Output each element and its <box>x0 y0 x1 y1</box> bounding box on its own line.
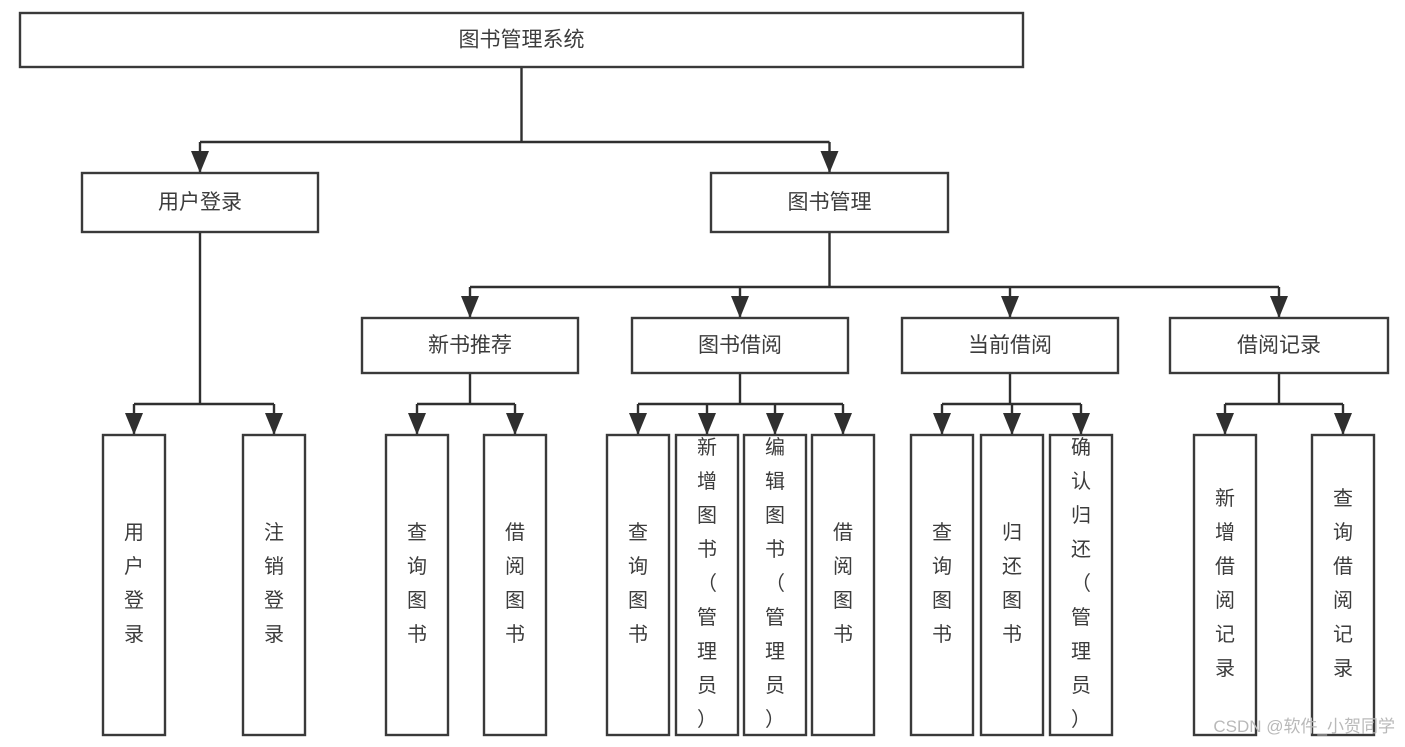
node-label-leaf-edit-book: 编辑图书（管理员） <box>765 436 785 731</box>
edge-group-current-borrow <box>933 373 1090 435</box>
edge-group-book-borrow <box>629 373 852 435</box>
node-leaf-add-borrow-record[interactable]: 新增借阅记录 <box>1192 433 1258 737</box>
node-label-leaf-add-book: 新增图书（管理员） <box>697 436 717 731</box>
arrow-head-icon <box>461 296 479 318</box>
node-current-borrow[interactable]: 当前借阅 <box>900 316 1120 375</box>
node-label-borrow-record: 借阅记录 <box>1237 334 1321 357</box>
edge-group-borrow-record <box>1216 373 1352 435</box>
edge-group-user-login <box>125 232 283 435</box>
arrow-head-icon <box>408 413 426 435</box>
node-box-root[interactable] <box>18 11 1025 69</box>
arrow-head-icon <box>933 413 951 435</box>
node-label-leaf-return-book: 归还图书 <box>1002 521 1022 646</box>
node-box-book-borrow[interactable] <box>630 316 850 375</box>
node-book-manage[interactable]: 图书管理 <box>709 171 950 234</box>
node-box-leaf-edit-book[interactable] <box>742 433 808 737</box>
csdn-watermark: CSDN @软件_小贺同学 <box>1213 717 1395 736</box>
node-leaf-add-book[interactable]: 新增图书（管理员） <box>674 433 740 737</box>
node-label-new-book-recommend: 新书推荐 <box>428 334 512 357</box>
arrow-head-icon <box>1003 413 1021 435</box>
arrow-head-icon <box>125 413 143 435</box>
node-leaf-user-login[interactable]: 用户登录 <box>101 433 167 737</box>
node-leaf-confirm-return[interactable]: 确认归还（管理员） <box>1048 433 1114 737</box>
node-label-user-login: 用户登录 <box>158 191 242 214</box>
node-label-leaf-logout-login: 注销登录 <box>264 521 284 646</box>
node-box-leaf-borrow-book-1[interactable] <box>482 433 548 737</box>
node-box-leaf-query-borrow-record[interactable] <box>1310 433 1376 737</box>
node-root[interactable]: 图书管理系统 <box>18 11 1025 69</box>
node-box-book-manage[interactable] <box>709 171 950 234</box>
arrow-head-icon <box>766 413 784 435</box>
arrow-head-icon <box>834 413 852 435</box>
node-label-leaf-add-borrow-record: 新增借阅记录 <box>1215 487 1235 680</box>
node-leaf-query-book-1[interactable]: 查询图书 <box>384 433 450 737</box>
arrow-head-icon <box>1001 296 1019 318</box>
arrow-head-icon <box>629 413 647 435</box>
node-box-leaf-query-book-2[interactable] <box>605 433 671 737</box>
arrow-head-icon <box>731 296 749 318</box>
node-leaf-query-borrow-record[interactable]: 查询借阅记录 <box>1310 433 1376 737</box>
node-box-borrow-record[interactable] <box>1168 316 1390 375</box>
arrow-head-icon <box>1216 413 1234 435</box>
node-label-leaf-query-book-1: 查询图书 <box>407 521 427 646</box>
node-label-leaf-user-login: 用户登录 <box>124 522 144 646</box>
node-new-book-recommend[interactable]: 新书推荐 <box>360 316 580 375</box>
node-borrow-record[interactable]: 借阅记录 <box>1168 316 1390 375</box>
connector-layer <box>125 67 1352 435</box>
node-leaf-borrow-book-1[interactable]: 借阅图书 <box>482 433 548 737</box>
arrow-head-icon <box>1270 296 1288 318</box>
node-label-leaf-query-book-2: 查询图书 <box>628 521 648 646</box>
node-label-leaf-borrow-book-1: 借阅图书 <box>505 521 525 646</box>
arrow-head-icon <box>265 413 283 435</box>
node-leaf-borrow-book-2[interactable]: 借阅图书 <box>810 433 876 737</box>
node-box-leaf-return-book[interactable] <box>979 433 1045 737</box>
node-leaf-return-book[interactable]: 归还图书 <box>979 433 1045 737</box>
node-leaf-query-book-2[interactable]: 查询图书 <box>605 433 671 737</box>
node-book-borrow[interactable]: 图书借阅 <box>630 316 850 375</box>
node-label-leaf-query-book-3: 查询图书 <box>932 521 952 646</box>
arrow-head-icon <box>1072 413 1090 435</box>
arrow-head-icon <box>820 151 839 173</box>
arrow-head-icon <box>191 151 209 173</box>
node-label-current-borrow: 当前借阅 <box>968 334 1052 357</box>
node-box-leaf-add-borrow-record[interactable] <box>1192 433 1258 737</box>
node-box-leaf-confirm-return[interactable] <box>1048 433 1114 737</box>
arrow-head-icon <box>506 413 524 435</box>
node-box-user-login[interactable] <box>80 171 320 234</box>
node-label-book-borrow: 图书借阅 <box>698 334 782 357</box>
node-label-leaf-confirm-return: 确认归还（管理员） <box>1071 436 1091 731</box>
edge-group-root <box>191 67 839 173</box>
node-box-new-book-recommend[interactable] <box>360 316 580 375</box>
node-box-leaf-logout-login[interactable] <box>241 433 307 737</box>
node-label-leaf-query-borrow-record: 查询借阅记录 <box>1333 487 1353 680</box>
node-user-login[interactable]: 用户登录 <box>80 171 320 234</box>
node-box-leaf-query-book-3[interactable] <box>909 433 975 737</box>
node-leaf-query-book-3[interactable]: 查询图书 <box>909 433 975 737</box>
node-box-leaf-query-book-1[interactable] <box>384 433 450 737</box>
node-label-leaf-borrow-book-2: 借阅图书 <box>833 521 853 646</box>
node-box-current-borrow[interactable] <box>900 316 1120 375</box>
node-layer: 图书管理系统用户登录图书管理新书推荐图书借阅当前借阅借阅记录用户登录注销登录查询… <box>18 11 1390 737</box>
edge-group-book-manage <box>461 232 1288 318</box>
node-label-book-manage: 图书管理 <box>788 191 872 214</box>
node-box-leaf-borrow-book-2[interactable] <box>810 433 876 737</box>
arrow-head-icon <box>1334 413 1352 435</box>
node-box-leaf-add-book[interactable] <box>674 433 740 737</box>
edge-group-new-book-recommend <box>408 373 524 435</box>
node-leaf-logout-login[interactable]: 注销登录 <box>241 433 307 737</box>
node-leaf-edit-book[interactable]: 编辑图书（管理员） <box>742 433 808 737</box>
node-label-root: 图书管理系统 <box>459 29 585 52</box>
node-box-leaf-user-login[interactable] <box>101 433 167 737</box>
arrow-head-icon <box>698 413 716 435</box>
